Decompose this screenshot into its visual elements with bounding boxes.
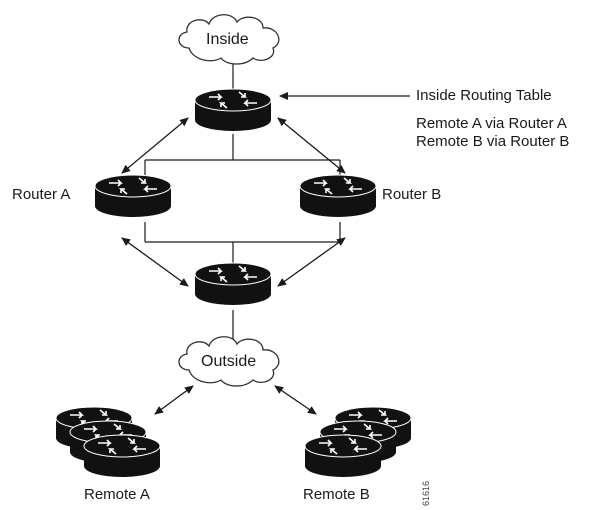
route-entry-remote-b: Remote B via Router B [416,133,570,150]
outside-router-icon [194,262,272,306]
remote-a-label: Remote A [84,486,150,503]
arrow-top-to-router-b [277,117,346,174]
outside-cloud-label: Outside [201,353,257,370]
router-b-label: Router B [382,186,442,203]
inside-cloud-label: Inside [206,31,249,48]
arrow-router-a-to-bottom [121,237,189,287]
figure-id: 61616 [421,480,431,506]
arrow-router-b-to-bottom [277,237,346,287]
remote-a-router-stack-icon [55,406,161,478]
inside-router-icon [194,88,272,132]
routing-table-title: Inside Routing Table [416,87,552,104]
remote-b-router-stack-icon [304,406,412,478]
arrow-top-to-router-a [121,117,189,174]
route-arrows [121,92,410,415]
remote-b-label: Remote B [303,486,370,503]
arrow-outside-to-remote-b [274,385,317,415]
router-a-icon [94,174,172,218]
router-a-label: Router A [12,186,71,203]
arrow-outside-to-remote-a [154,385,194,415]
route-entry-remote-a: Remote A via Router A [416,115,567,132]
router-b-icon [299,174,377,218]
